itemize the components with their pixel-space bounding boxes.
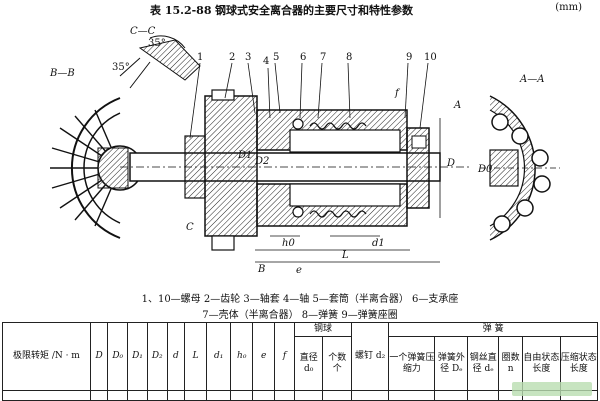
part-number-6: 6 <box>300 52 307 63</box>
dim-c-label: C <box>186 222 194 233</box>
header-ball-group: 钢球 <box>293 322 353 337</box>
part-number-10: 10 <box>424 52 437 63</box>
part-number-5: 5 <box>273 52 280 63</box>
header-spring-group: 弹 簧 <box>388 322 598 337</box>
section-bb-view <box>50 97 143 239</box>
header-e: e <box>252 322 276 391</box>
legend-line-2: 7—壳体（半离合器） 8—弹簧 9—弹簧座圈 <box>202 310 398 321</box>
table-title: 表 15.2-88 钢球式安全离合器的主要尺寸和特性参数 (mm) <box>0 2 600 18</box>
main-section-view <box>120 62 470 263</box>
part-number-9: 9 <box>406 52 413 63</box>
header-d-small: d <box>166 322 186 391</box>
header-screw: 螺钉 d₂ <box>351 322 390 391</box>
section-cc-detail <box>119 35 201 89</box>
dim-a-label: A <box>454 100 462 111</box>
part-number-2: 2 <box>229 52 236 63</box>
header-ball-count: 个数 个 <box>322 336 353 391</box>
header-f: f <box>274 322 295 391</box>
angle-left-label: 35° <box>112 62 130 73</box>
unit-label: (mm) <box>555 2 582 13</box>
dim-d2-label: D2 <box>255 156 270 167</box>
header-l: L <box>184 322 208 391</box>
part-number-8: 8 <box>346 52 353 63</box>
dim-b-label: B <box>258 264 266 275</box>
dim-d1-label: D1 <box>238 150 253 161</box>
header-d1-small: d₁ <box>206 322 232 391</box>
dim-f-label: f <box>395 88 399 99</box>
dim-d1-small-label: d1 <box>372 238 385 249</box>
table-row <box>2 390 91 401</box>
header-spring-od: 弹簧外径 Dₑ <box>434 336 469 391</box>
header-spring-force: 一个弹簧压缩力 <box>388 336 436 391</box>
table-name: 钢球式安全离合器的主要尺寸和特性参数 <box>215 4 413 17</box>
legend-line-1: 1、10—螺母 2—齿轮 3—轴套 4—轴 5—套筒（半离合器） 6—支承座 <box>141 294 459 305</box>
part-number-7: 7 <box>320 52 327 63</box>
angle-top-label: 35° <box>148 38 166 49</box>
header-d-big: D <box>89 322 109 391</box>
header-d1: D₁ <box>127 322 148 391</box>
clutch-drawing <box>50 35 560 263</box>
part-number-1: 1 <box>197 52 204 63</box>
dim-l-label: L <box>342 250 349 261</box>
header-h0: h₀ <box>230 322 254 391</box>
header-d2: D₂ <box>146 322 168 391</box>
watermark-logo <box>512 382 592 396</box>
header-wire-dia: 钢丝直径 dₑ <box>467 336 500 391</box>
header-ball-dia: 直径 d₀ <box>293 336 324 391</box>
part-number-3: 3 <box>245 52 252 63</box>
header-torque: 极限转矩 /N · m <box>2 322 91 391</box>
dim-e-label: e <box>296 265 302 276</box>
section-aa-label: A—A <box>520 74 545 85</box>
dim-d-label: D <box>447 158 456 169</box>
header-free-length: 自由状态长度 <box>522 336 561 391</box>
section-bb-label: B—B <box>50 68 75 79</box>
section-cc-label: C—C <box>130 26 156 37</box>
header-d0: D₀ <box>107 322 129 391</box>
dim-h0-label: h0 <box>282 238 295 249</box>
part-number-4: 4 <box>263 56 270 67</box>
table-number: 表 15.2-88 <box>150 4 212 17</box>
parameter-table: 极限转矩 /N · m D D₀ D₁ D₂ d L d₁ h₀ e f 钢球 … <box>2 322 599 401</box>
dim-d0-label: D0 <box>478 164 493 175</box>
section-aa-view <box>480 95 560 241</box>
